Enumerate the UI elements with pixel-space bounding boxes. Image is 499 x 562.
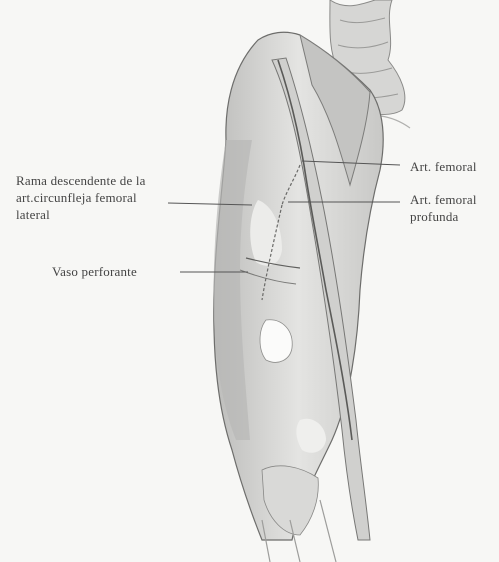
thigh-muscles [214,32,384,562]
label-vaso-perforante: Vaso perforante [52,263,137,280]
label-profunda-line2: profunda [410,208,477,225]
label-profunda-line1: Art. femoral [410,191,477,208]
label-rama-line3: lateral [16,206,146,223]
label-art-femoral: Art. femoral [410,158,477,175]
label-rama-descendente: Rama descendente de la art.circunfleja f… [16,172,146,223]
label-rama-line2: art.circunfleja femoral [16,189,146,206]
label-art-femoral-profunda: Art. femoral profunda [410,191,477,225]
label-rama-line1: Rama descendente de la [16,172,146,189]
